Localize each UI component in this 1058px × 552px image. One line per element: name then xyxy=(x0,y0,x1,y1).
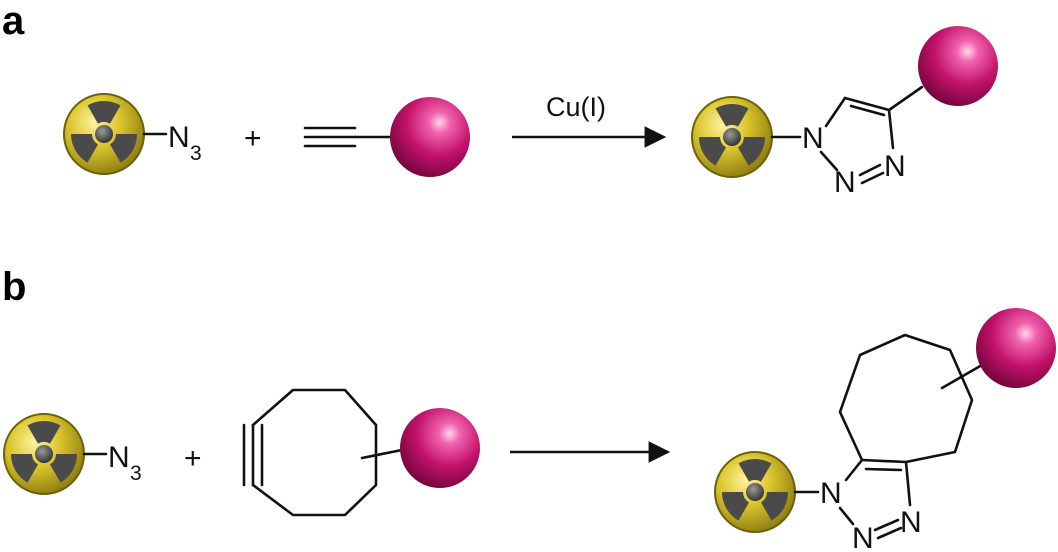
azide-subscript: 3 xyxy=(130,462,142,485)
radioactive-trefoil-icon xyxy=(1,410,85,495)
cargo-link-bond xyxy=(887,85,924,112)
triazole-n3: N xyxy=(884,150,906,183)
catalyst-label: Cu(I) xyxy=(546,92,606,122)
magenta-sphere-icon xyxy=(976,308,1056,388)
azide-label: N xyxy=(108,441,130,474)
fused-triazole-cyclooctane xyxy=(838,333,984,540)
triazole-n2: N xyxy=(834,166,856,199)
magenta-sphere-icon xyxy=(390,97,470,177)
triazole-ring xyxy=(819,96,895,185)
radioactive-trefoil-icon xyxy=(61,90,145,175)
azide-label: N xyxy=(168,121,190,154)
triazole-n3: N xyxy=(900,506,922,539)
magenta-sphere-icon xyxy=(918,26,998,106)
magenta-sphere-icon xyxy=(400,408,480,488)
triazole-n1: N xyxy=(820,477,842,510)
cyclooctyne-ring xyxy=(242,388,404,517)
panel-a-label: a xyxy=(2,0,25,43)
plus-sign: + xyxy=(244,122,262,155)
triazole-n2: N xyxy=(852,522,874,552)
plus-sign: + xyxy=(184,442,202,475)
radioactive-trefoil-icon xyxy=(712,448,796,533)
terminal-alkyne xyxy=(303,126,392,148)
azide-subscript: 3 xyxy=(190,142,202,165)
panel-b-label: b xyxy=(2,265,26,309)
triazole-n1: N xyxy=(802,122,824,155)
radioactive-trefoil-icon xyxy=(689,93,773,178)
